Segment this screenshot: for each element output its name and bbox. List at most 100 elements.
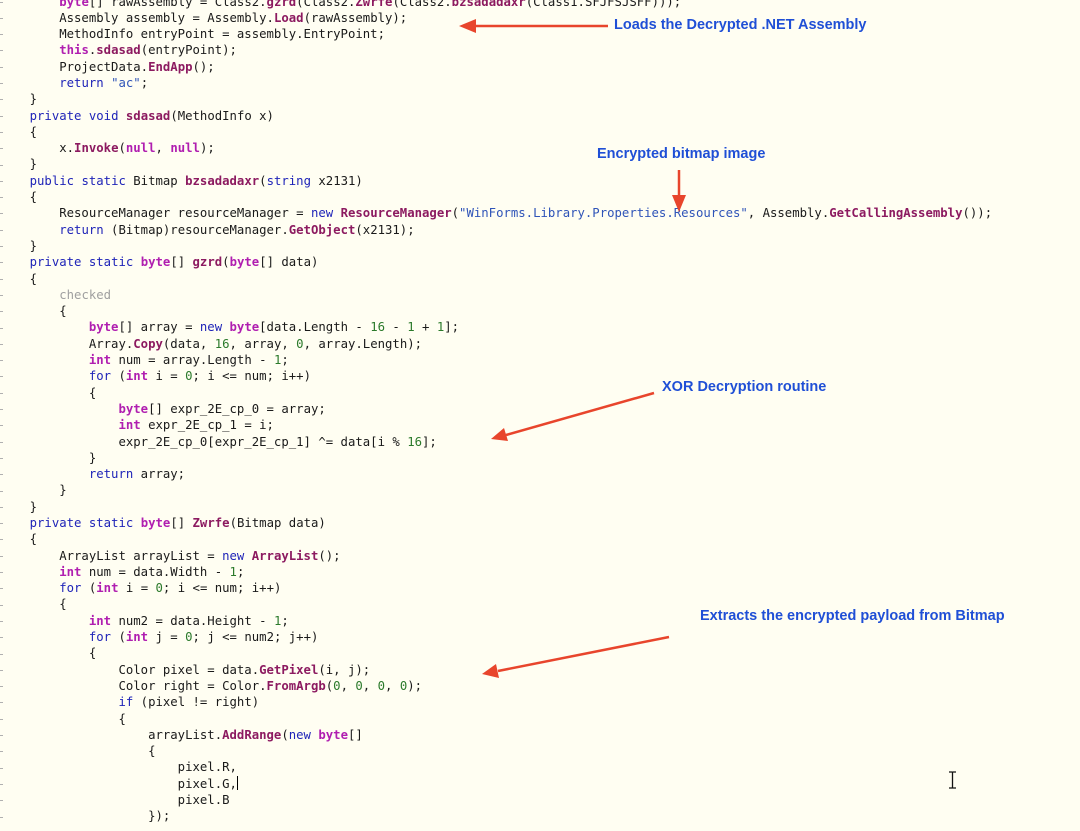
code-line: { xyxy=(0,711,992,727)
code-line: ProjectData.EndApp(); xyxy=(0,59,992,75)
code-token: ( xyxy=(451,206,460,221)
code-token: string xyxy=(266,173,311,188)
code-token: ( xyxy=(81,581,97,596)
gutter-tick xyxy=(0,262,3,264)
code-token: public xyxy=(29,173,75,188)
code-token: (x2131); xyxy=(355,222,415,237)
code-token: new xyxy=(288,727,311,742)
code-token: 0 xyxy=(155,581,163,596)
code-token: - xyxy=(385,320,408,335)
gutter-tick xyxy=(0,327,3,329)
code-token: static xyxy=(81,173,126,188)
code-line: } xyxy=(0,499,992,515)
code-line: int num = data.Width - 1; xyxy=(0,564,992,580)
code-token xyxy=(0,320,89,334)
code-line: for (int i = 0; i <= num; i++) xyxy=(0,368,992,384)
code-token: 1 xyxy=(273,353,282,368)
code-token: Bitmap xyxy=(125,173,186,188)
code-token xyxy=(104,76,111,90)
code-token: (Bitmap)resourceManager. xyxy=(103,222,289,237)
gutter-tick xyxy=(0,50,3,52)
code-line: ArrayList arrayList = new ArrayList(); xyxy=(0,548,992,564)
code-token: expr_2E_cp_0[expr_2E_cp_1] ^= data[i % xyxy=(0,434,408,449)
code-token: byte xyxy=(140,255,171,270)
code-token: } xyxy=(0,157,38,172)
code-token: Array. xyxy=(0,336,134,351)
code-token: (Class2. xyxy=(296,0,356,9)
code-token: 0 xyxy=(185,630,193,645)
gutter-tick xyxy=(0,800,3,802)
code-token: ; j <= num2; j++) xyxy=(192,630,319,645)
code-line: MethodInfo entryPoint = assembly.EntryPo… xyxy=(0,26,992,42)
gutter-tick xyxy=(0,751,3,753)
code-token: [data.Length - xyxy=(259,320,371,335)
code-token: int xyxy=(118,418,141,433)
code-token: (Class2. xyxy=(392,0,452,9)
gutter-tick xyxy=(0,735,3,736)
code-token: num = data.Width - xyxy=(81,564,230,579)
code-token: gzrd xyxy=(266,0,297,9)
gutter-tick xyxy=(0,555,3,557)
code-token xyxy=(0,695,118,709)
code-token: ArrayList xyxy=(251,548,319,563)
code-token: static xyxy=(88,255,134,270)
code-token: ResourceManager resourceManager = xyxy=(0,206,311,221)
code-token: (data, xyxy=(162,336,215,351)
code-line: private static byte[] gzrd(byte[] data) xyxy=(0,254,992,270)
code-token xyxy=(0,288,59,302)
code-token: private xyxy=(29,255,82,270)
gutter-tick xyxy=(0,653,3,655)
code-token: . xyxy=(88,43,97,58)
code-token: for xyxy=(59,581,82,596)
gutter-tick xyxy=(0,311,3,313)
gutter-tick xyxy=(0,99,3,101)
code-token: , xyxy=(155,141,171,156)
gutter-tick xyxy=(0,506,3,508)
code-token: Load xyxy=(273,10,304,25)
code-token: sdasad xyxy=(125,108,171,123)
code-token xyxy=(333,206,340,220)
code-token: 16 xyxy=(214,336,230,351)
code-token: Invoke xyxy=(74,141,119,156)
gutter-tick xyxy=(0,197,3,199)
code-token: ; xyxy=(236,564,245,579)
code-line: Array.Copy(data, 16, array, 0, array.Len… xyxy=(0,336,992,352)
code-line: pixel.R, xyxy=(0,759,992,775)
gutter-tick xyxy=(0,523,3,525)
annotation-bitmap-image: Encrypted bitmap image xyxy=(597,146,766,162)
annotation-xor-routine: XOR Decryption routine xyxy=(662,379,827,395)
code-token: ); xyxy=(199,141,215,156)
code-line: x.Invoke(null, null); xyxy=(0,140,992,156)
code-token: ( xyxy=(118,141,126,156)
code-line: { xyxy=(0,303,992,319)
code-listing[interactable]: byte[] rawAssembly = Class2.gzrd(Class2.… xyxy=(0,0,993,825)
gutter-tick xyxy=(0,148,3,150)
gutter-tick xyxy=(0,686,3,688)
code-token: ProjectData. xyxy=(0,59,149,74)
gutter-tick xyxy=(0,767,3,769)
code-token: } xyxy=(0,450,97,465)
gutter-tick xyxy=(0,409,3,410)
code-token: [] data) xyxy=(259,255,319,270)
gutter-tick xyxy=(0,213,3,215)
code-token xyxy=(244,549,251,563)
code-token: { xyxy=(0,646,97,661)
gutter-tick xyxy=(0,115,3,117)
code-line: arrayList.AddRange(new byte[] xyxy=(0,727,992,743)
code-token xyxy=(0,402,118,416)
gutter-tick xyxy=(0,83,3,84)
code-line: this.sdasad(entryPoint); xyxy=(0,42,992,58)
gutter-tick xyxy=(0,604,3,606)
gutter-tick xyxy=(0,17,3,19)
code-token: { xyxy=(0,597,67,612)
code-line: int expr_2E_cp_1 = i; xyxy=(0,417,992,433)
annotation-extracts-payload: Extracts the encrypted payload from Bitm… xyxy=(700,608,1005,624)
gutter-tick xyxy=(0,718,3,720)
code-token: } xyxy=(0,499,38,514)
code-token xyxy=(0,467,89,481)
code-token: ( xyxy=(111,630,126,645)
code-token: int xyxy=(59,564,82,579)
code-token: 0 xyxy=(399,678,408,693)
code-token xyxy=(0,76,59,90)
